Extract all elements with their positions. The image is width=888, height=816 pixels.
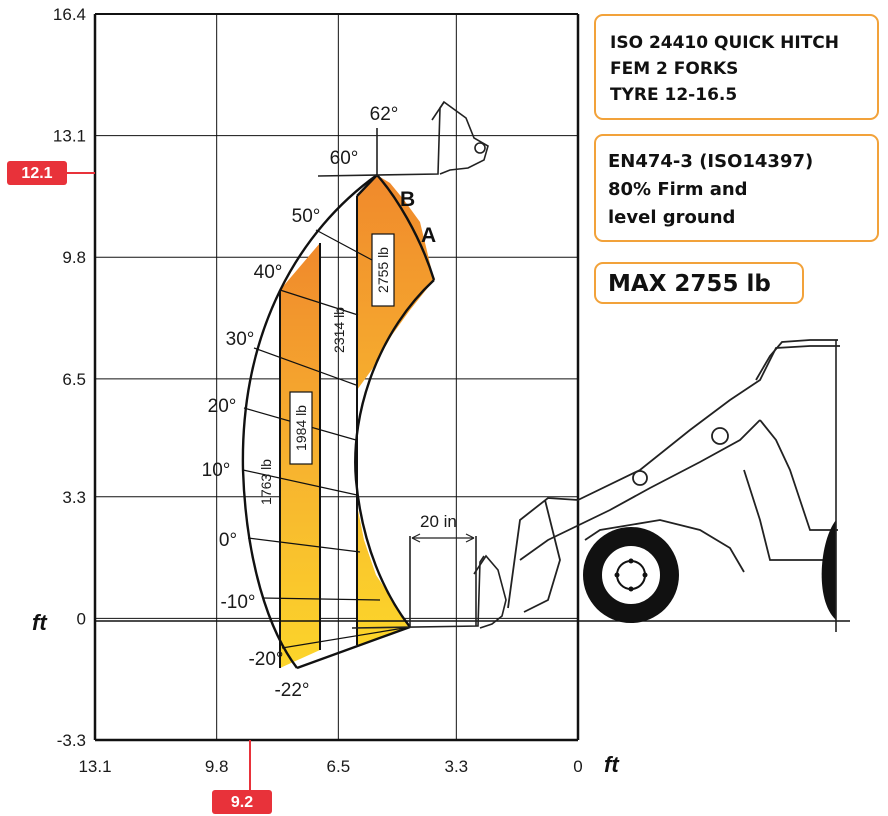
info-box-standard: EN474-3 (ISO14397) 80% Firm and level gr… bbox=[594, 134, 879, 242]
y-tick-label: 9.8 bbox=[62, 248, 86, 267]
angle-label: -10° bbox=[220, 592, 255, 613]
y-tick-label: 16.4 bbox=[53, 5, 86, 24]
angle-label: 40° bbox=[254, 262, 283, 283]
info-line: 80% Firm and bbox=[608, 179, 748, 200]
angle-label: 60° bbox=[330, 148, 359, 169]
zone-captions: 1763 lb 1984 lb 2314 lb 2755 lb bbox=[258, 233, 395, 505]
telehandler-illustration bbox=[507, 339, 840, 613]
outer-envelope-curve bbox=[241, 174, 378, 669]
angle-label: 10° bbox=[202, 460, 231, 481]
bottom-envelope-edge bbox=[296, 625, 411, 670]
y-tick-label: -3.3 bbox=[57, 731, 86, 750]
max-reach-marker: 9.2 bbox=[212, 740, 272, 814]
axes-frame bbox=[93, 13, 850, 742]
x-tick-label: 13.1 bbox=[78, 757, 111, 776]
curve-label-b: B bbox=[400, 188, 415, 211]
angle-line bbox=[279, 289, 359, 316]
max-height-badge bbox=[7, 161, 67, 185]
x-tick-labels: 13.1 9.8 6.5 3.3 0 bbox=[78, 757, 582, 776]
front-wheel bbox=[583, 527, 679, 623]
info-line: FEM 2 FORKS bbox=[610, 59, 739, 79]
y-tick-label: 0 bbox=[77, 609, 86, 628]
y-tick-label: 13.1 bbox=[53, 127, 86, 146]
max-reach-badge bbox=[212, 790, 272, 814]
info-box-max-load: MAX 2755 lb bbox=[594, 262, 804, 304]
info-line: EN474-3 (ISO14397) bbox=[608, 151, 814, 172]
x-axis-unit: ft bbox=[604, 752, 620, 777]
angle-line bbox=[247, 537, 361, 553]
max-height-value: 12.1 bbox=[21, 165, 52, 182]
zone-caption-box bbox=[371, 233, 395, 307]
y-tick-label: 3.3 bbox=[62, 488, 86, 507]
info-line: ISO 24410 QUICK HITCH bbox=[610, 33, 840, 53]
fork-top-drawing bbox=[317, 100, 489, 177]
angle-line bbox=[315, 229, 373, 261]
max-reach-value: 9.2 bbox=[231, 794, 253, 811]
zone-caption: 2755 lb bbox=[371, 233, 395, 307]
angle-label: 50° bbox=[292, 206, 321, 227]
angle-line bbox=[261, 597, 381, 601]
zone-caption-box bbox=[289, 391, 313, 465]
info-line: level ground bbox=[608, 207, 736, 228]
max-load-label: MAX 2755 lb bbox=[608, 271, 771, 297]
fork-bottom-drawing bbox=[351, 533, 507, 629]
x-tick-label: 6.5 bbox=[327, 757, 351, 776]
envelope-outline bbox=[241, 174, 436, 670]
inner-envelope-curve bbox=[354, 279, 435, 628]
fork-length-label: 20 in bbox=[420, 512, 457, 531]
rear-wheel bbox=[821, 520, 836, 620]
zone-boundaries bbox=[279, 196, 358, 668]
y-tick-label: 6.5 bbox=[62, 370, 86, 389]
zone-caption-text: 2314 lb bbox=[331, 307, 347, 353]
angle-label: -22° bbox=[274, 680, 309, 701]
top-envelope-edge-a bbox=[376, 174, 436, 281]
zone-caption-text: 2755 lb bbox=[375, 247, 391, 293]
x-tick-label: 3.3 bbox=[445, 757, 469, 776]
angle-label: 20° bbox=[208, 396, 237, 417]
angle-label: 62° bbox=[370, 104, 399, 125]
angle-label: -20° bbox=[248, 649, 283, 670]
info-box-attachment: ISO 24410 QUICK HITCH FEM 2 FORKS TYRE 1… bbox=[594, 14, 879, 120]
y-tick-labels: 16.4 13.1 9.8 6.5 3.3 0 -3.3 bbox=[53, 5, 86, 750]
angle-label: 30° bbox=[226, 329, 255, 350]
zone-caption: 2314 lb bbox=[331, 307, 347, 353]
angle-labels: 62° 60° 50° 40° 30° 20° 10° 0° -10° -20° -22° bbox=[202, 104, 399, 701]
curve-label-a: A bbox=[421, 224, 436, 247]
angle-line bbox=[253, 347, 357, 386]
grid-lines bbox=[95, 14, 578, 740]
zone-caption: 1763 lb bbox=[258, 459, 274, 505]
angle-line bbox=[242, 469, 358, 496]
x-tick-label: 9.8 bbox=[205, 757, 229, 776]
info-line: TYRE 12-16.5 bbox=[610, 85, 738, 105]
angle-label: 0° bbox=[219, 530, 237, 551]
y-axis-unit: ft bbox=[32, 610, 48, 635]
zone-caption: 1984 lb bbox=[289, 391, 313, 465]
top-envelope-edge-b bbox=[356, 174, 378, 197]
zone-caption-text: 1763 lb bbox=[258, 459, 274, 505]
angle-line bbox=[281, 626, 411, 649]
zone-caption-text: 1984 lb bbox=[293, 405, 309, 451]
x-tick-label: 0 bbox=[573, 757, 582, 776]
max-height-marker: 12.1 bbox=[7, 161, 95, 185]
